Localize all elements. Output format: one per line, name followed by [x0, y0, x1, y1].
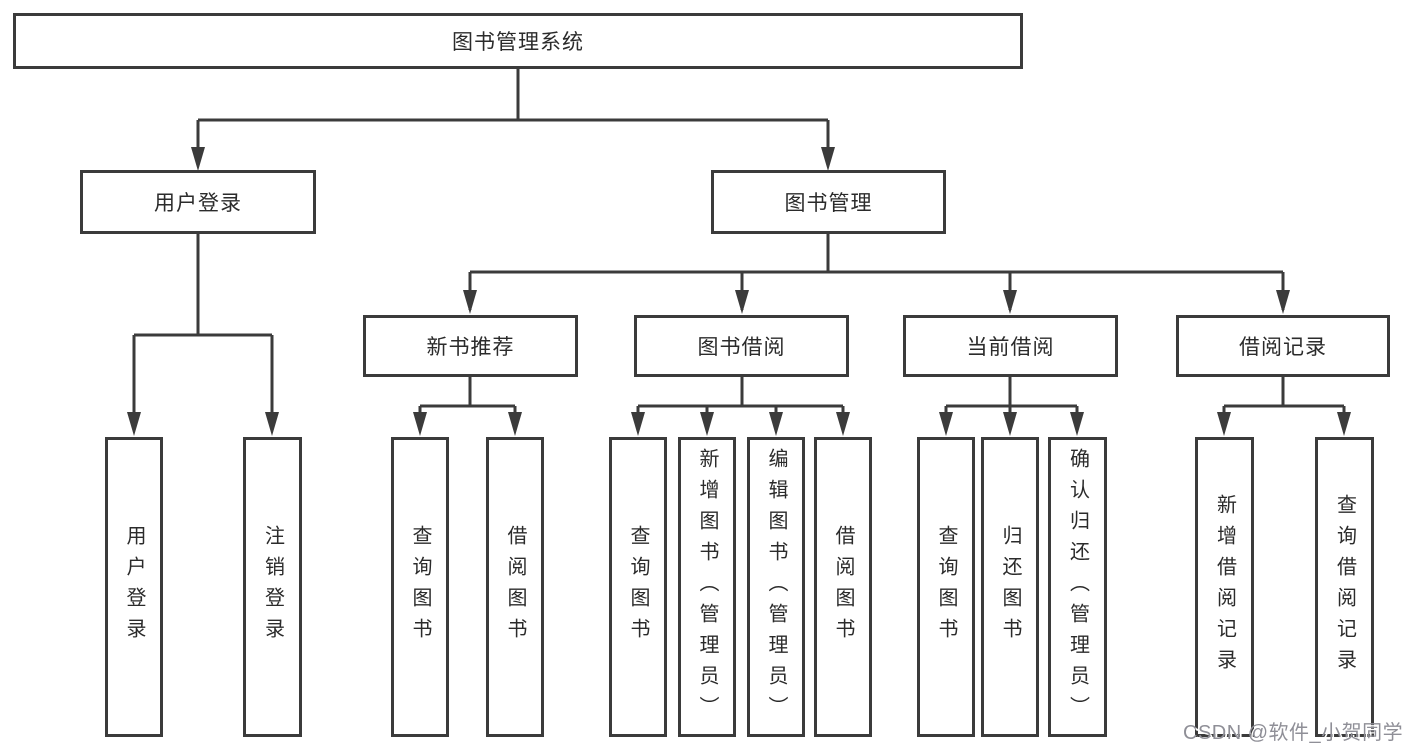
leaf-confirm-return-admin: 确认归还（管理员） [1048, 437, 1107, 737]
leaf-query-books: 查询图书 [917, 437, 975, 737]
node-label: 借阅图书 [504, 525, 526, 649]
node-label: 确认归还（管理员） [1066, 447, 1089, 727]
node-new-book-recommendation: 新书推荐 [363, 315, 578, 377]
node-borrowing-records: 借阅记录 [1176, 315, 1390, 377]
leaf-query-books: 查询图书 [609, 437, 667, 737]
node-user-login: 用户登录 [80, 170, 316, 234]
leaf-query-books: 查询图书 [391, 437, 449, 737]
node-label: 图书管理系统 [452, 31, 584, 54]
node-label: 图书借阅 [697, 336, 786, 359]
leaf-borrow-books: 借阅图书 [814, 437, 872, 737]
leaf-query-borrow-record: 查询借阅记录 [1315, 437, 1374, 737]
leaf-add-borrow-record: 新增借阅记录 [1195, 437, 1254, 737]
node-label: 编辑图书（管理员） [765, 447, 787, 727]
node-label: 查询图书 [935, 525, 957, 649]
node-book-borrowing: 图书借阅 [634, 315, 849, 377]
leaf-add-book-admin: 新增图书（管理员） [678, 437, 736, 737]
leaf-return-books: 归还图书 [981, 437, 1039, 737]
node-label: 借阅图书 [832, 525, 854, 649]
leaf-logout: 注销登录 [243, 437, 302, 737]
node-label: 用户登录 [154, 192, 242, 215]
leaf-user-login: 用户登录 [105, 437, 163, 737]
node-label: 借阅记录 [1239, 336, 1327, 359]
node-label: 查询图书 [409, 525, 431, 649]
node-label: 查询图书 [627, 525, 649, 649]
node-label: 新书推荐 [426, 336, 515, 359]
node-label: 当前借阅 [966, 336, 1055, 359]
node-label: 图书管理 [784, 192, 873, 215]
node-book-management: 图书管理 [711, 170, 946, 234]
node-label: 新增图书（管理员） [696, 447, 718, 727]
csdn-watermark: CSDN @软件_小贺同学 [1183, 722, 1404, 744]
node-label: 新增借阅记录 [1213, 494, 1236, 680]
node-label: 注销登录 [261, 525, 284, 649]
leaf-edit-book-admin: 编辑图书（管理员） [747, 437, 805, 737]
node-label: 用户登录 [123, 525, 145, 649]
node-label: 查询借阅记录 [1333, 494, 1356, 680]
node-root-book-management-system: 图书管理系统 [13, 13, 1023, 69]
node-current-borrowing: 当前借阅 [903, 315, 1118, 377]
node-label: 归还图书 [999, 525, 1021, 649]
leaf-borrow-books: 借阅图书 [486, 437, 544, 737]
